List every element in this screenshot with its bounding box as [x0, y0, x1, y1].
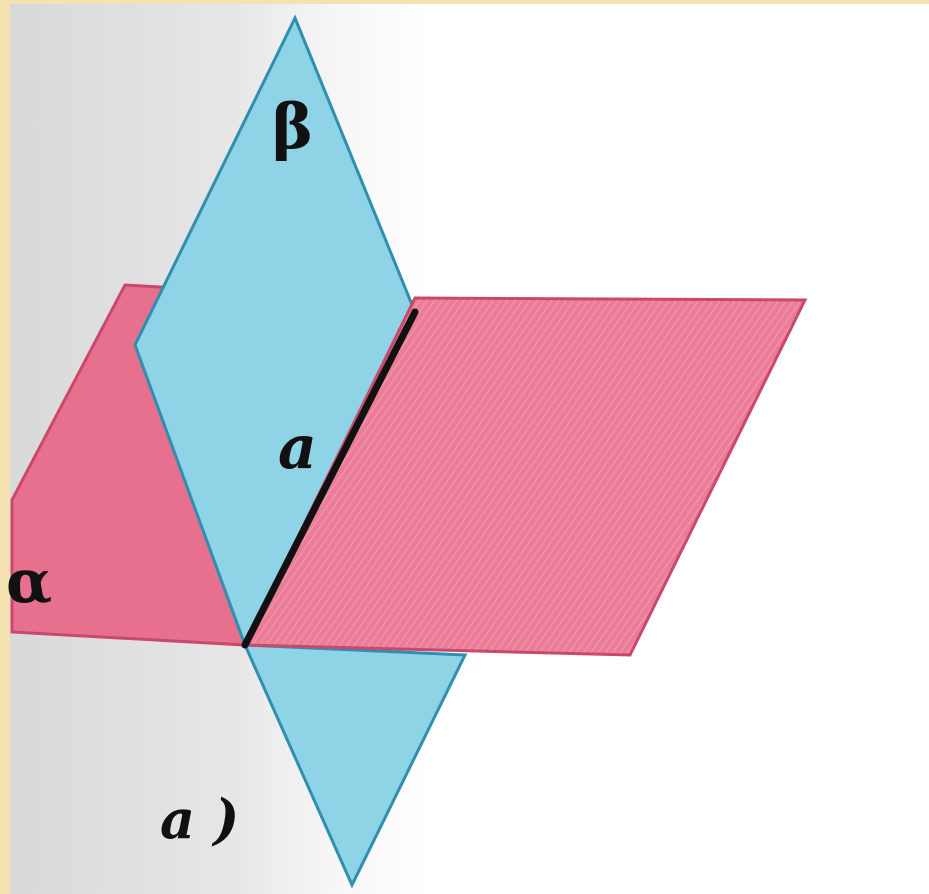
plane-beta-label: β [272, 90, 313, 163]
plane-alpha-label: α [6, 547, 52, 617]
intersection-line-label: a [278, 413, 317, 483]
figure-caption: a ) [160, 787, 239, 851]
plane-beta-lower [242, 643, 468, 889]
intersection-line [241, 308, 419, 649]
